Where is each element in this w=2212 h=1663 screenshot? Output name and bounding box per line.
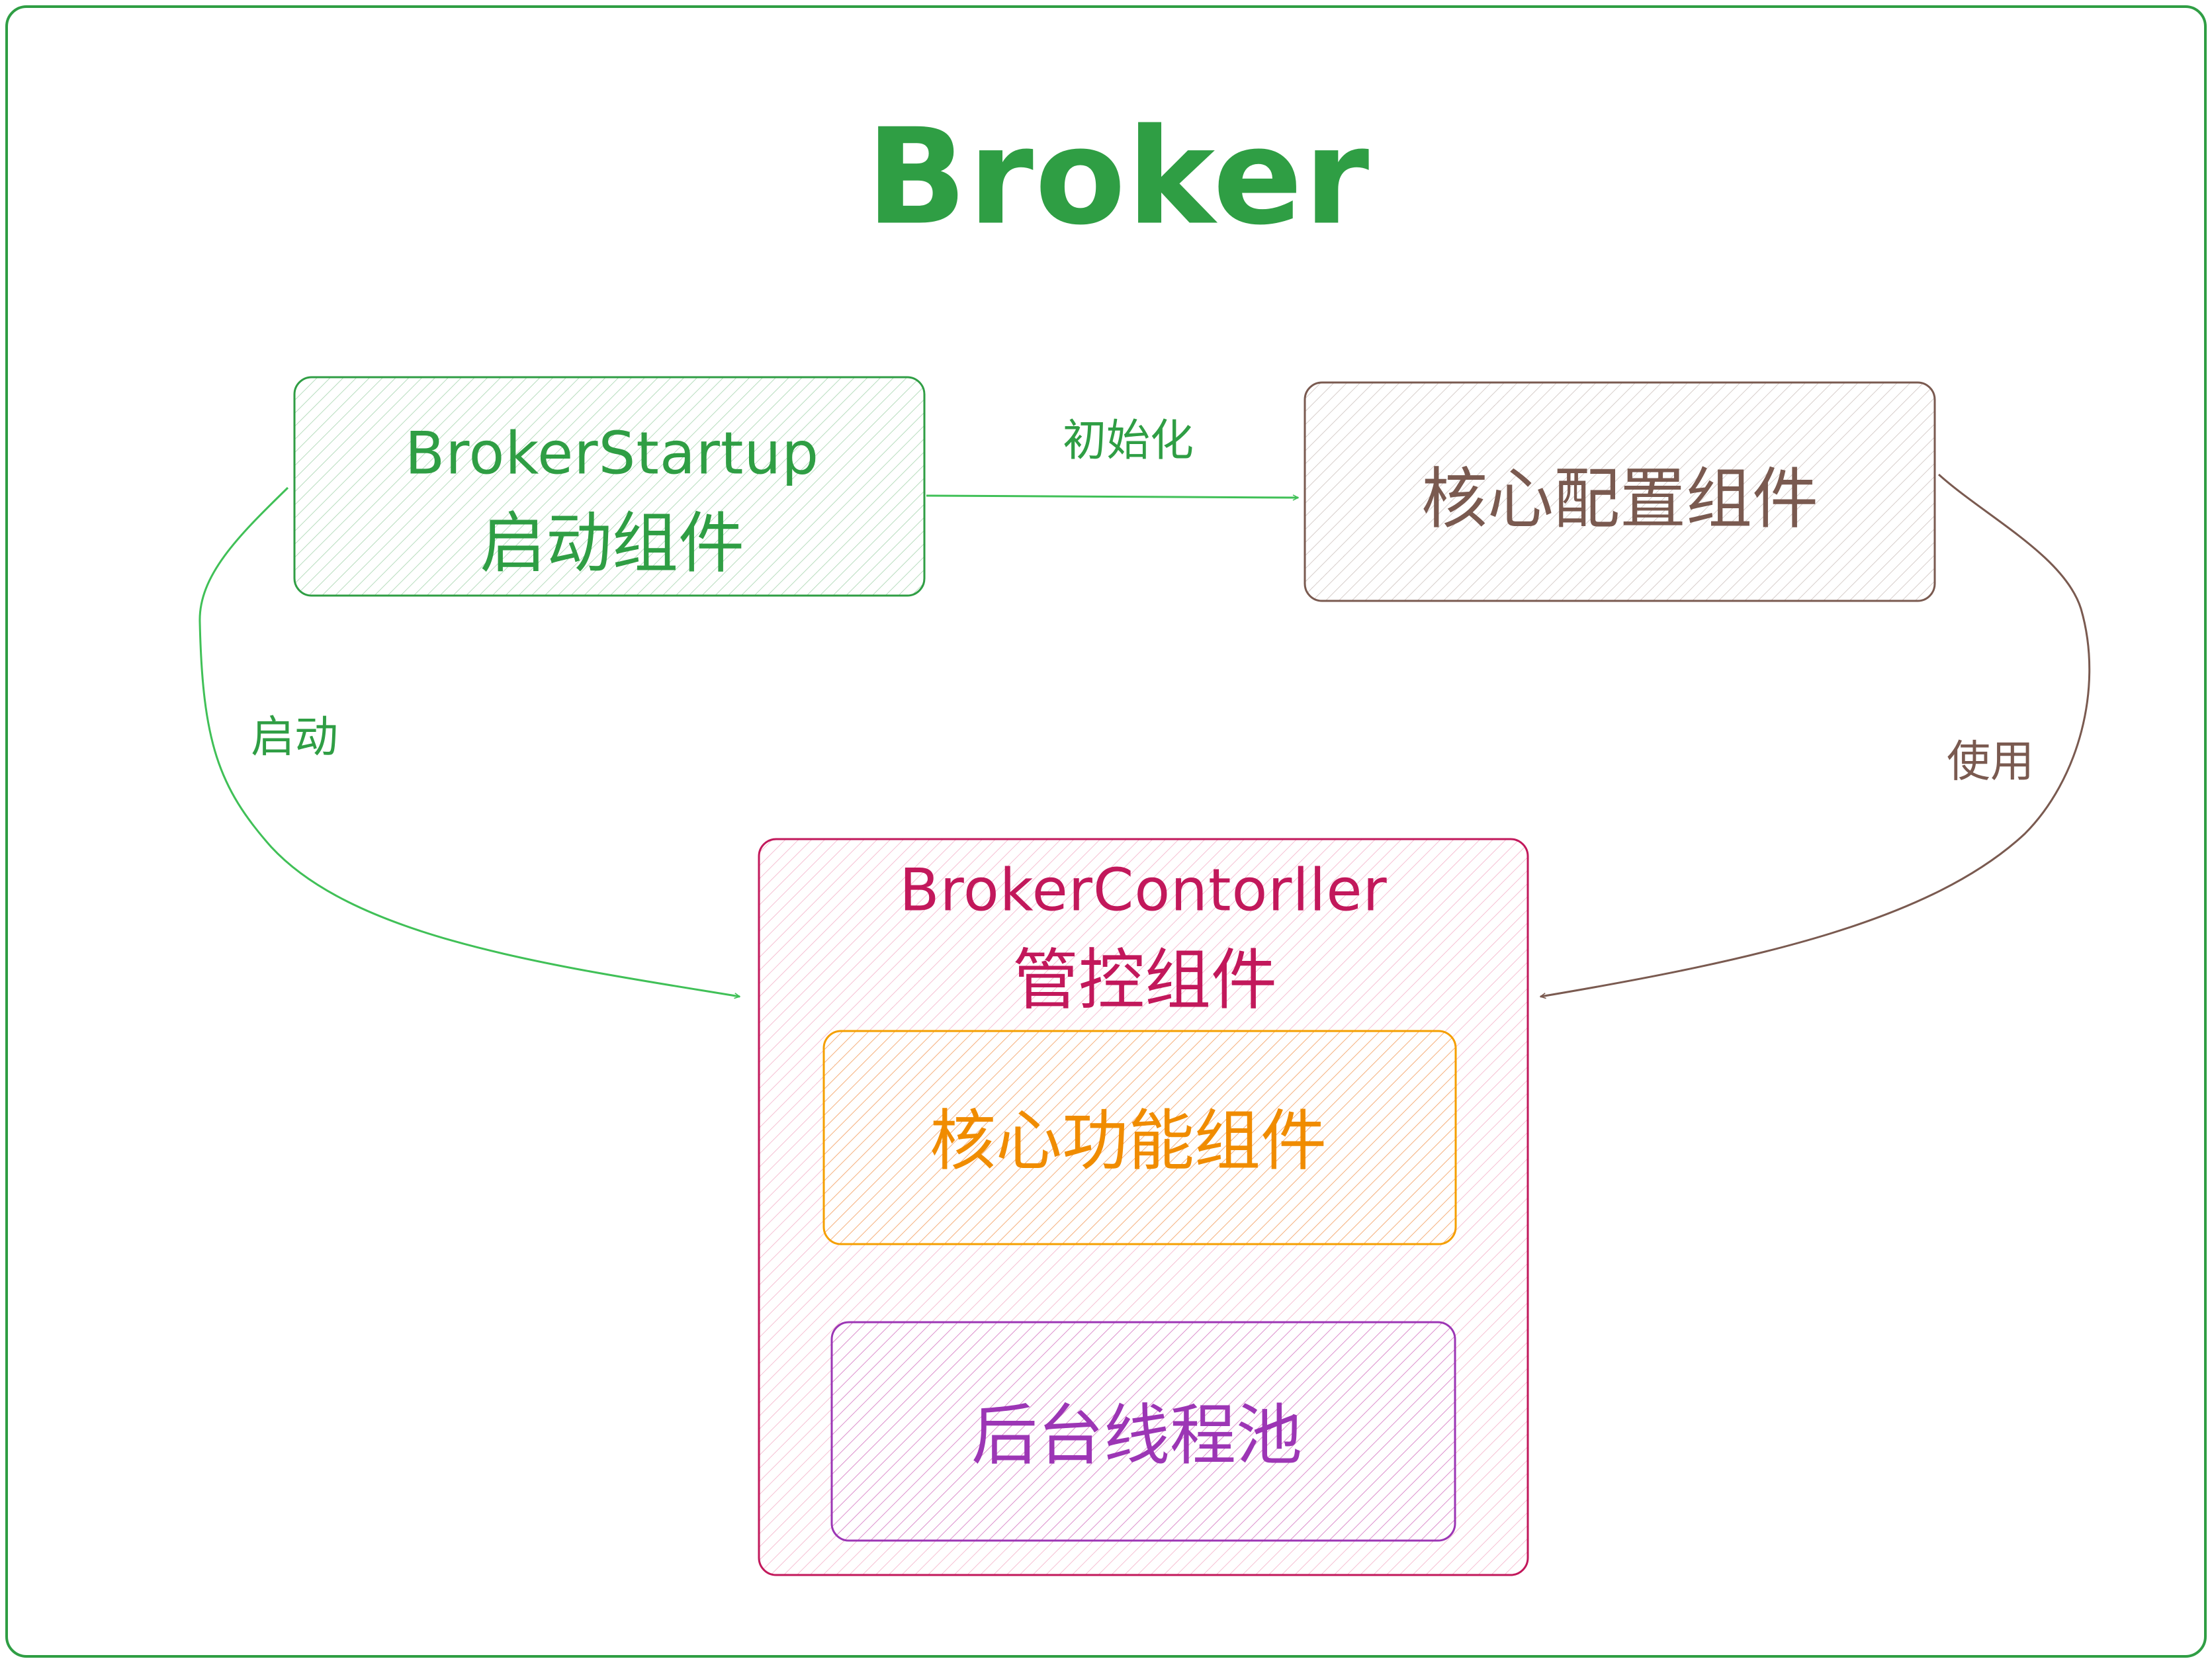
start-arrow [199,486,740,997]
use-edge-label: 使用 [1947,736,2034,787]
diagram-title: Broker [865,100,1371,255]
config-desc: 核心配置组件 [1421,460,1818,538]
config-box[interactable] [1304,381,1936,602]
startup-box[interactable] [293,376,926,597]
thread-pool-label: 后台线程池 [971,1396,1302,1474]
init-arrow [926,496,1298,498]
core-function-box[interactable] [822,1030,1457,1245]
use-arrow [1540,473,2091,997]
init-edge-label: 初始化 [1063,415,1194,466]
controller-name: BrokerContorller [899,856,1388,924]
startup-name: BrokerStartup [404,419,820,488]
thread-pool-box[interactable] [830,1321,1456,1542]
controller-desc: 管控组件 [1012,941,1277,1019]
startup-desc: 启动组件 [480,504,744,582]
core-function-label: 核心功能组件 [930,1102,1327,1180]
start-edge-label: 启动 [251,711,338,762]
